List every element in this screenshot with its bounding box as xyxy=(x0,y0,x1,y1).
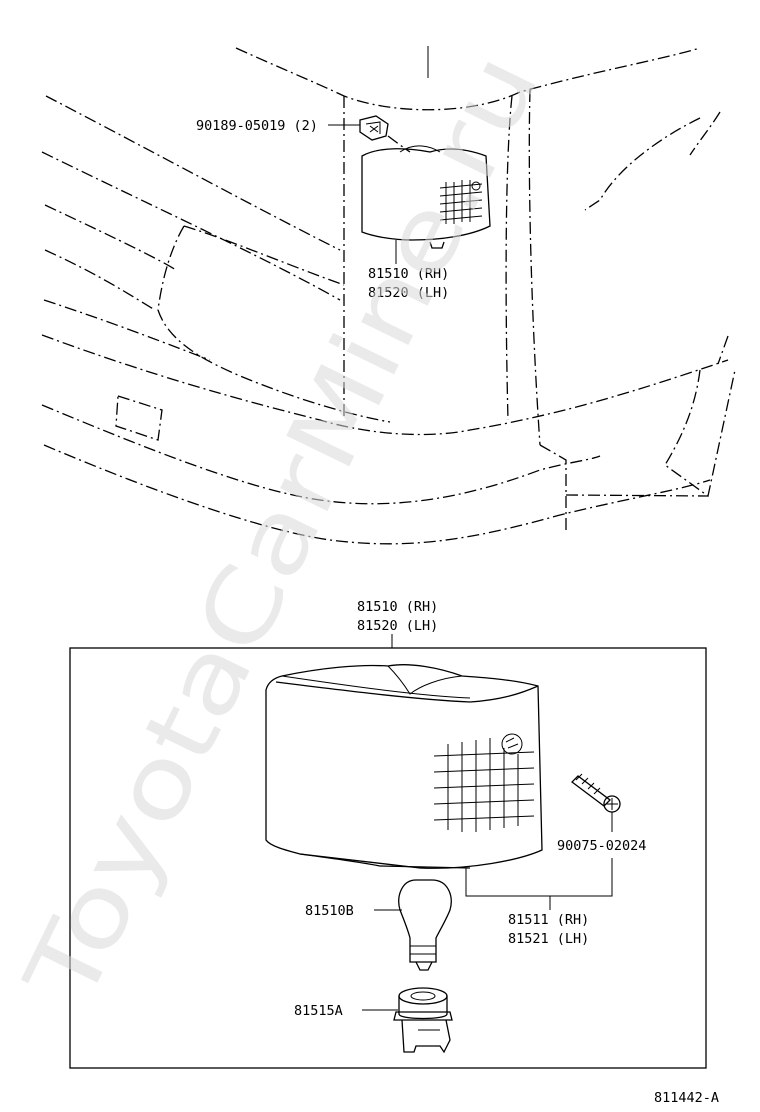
vehicle-corner-outline xyxy=(41,46,736,545)
lens-lh-label: 81521 (LH) xyxy=(508,931,589,947)
lamp-lh-detail-label: 81520 (LH) xyxy=(357,618,438,634)
diagram-code: 811442-A xyxy=(654,1090,719,1106)
lamp-assembly-detail xyxy=(265,664,543,869)
side-marker-lamp-installed xyxy=(361,145,491,249)
lamp-lh-top-label: 81520 (LH) xyxy=(368,285,449,301)
socket-icon xyxy=(393,987,453,1054)
watermark: ToyotaCarMine.ru xyxy=(3,36,560,1021)
bulb-part-label: 81510B xyxy=(305,903,354,919)
lamp-rh-top-label: 81510 (RH) xyxy=(368,266,449,282)
screw-icon xyxy=(571,773,621,832)
lens-leader xyxy=(465,858,613,897)
lens-rh-label: 81511 (RH) xyxy=(508,912,589,928)
bulb-icon xyxy=(398,879,452,971)
lamp-rh-detail-label: 81510 (RH) xyxy=(357,599,438,615)
screw-part-label: 90075-02024 xyxy=(557,838,646,854)
detail-frame xyxy=(69,647,707,1069)
socket-part-label: 81515A xyxy=(294,1003,343,1019)
clip-part-label: 90189-05019 (2) xyxy=(196,118,318,134)
clip-icon xyxy=(359,115,411,153)
